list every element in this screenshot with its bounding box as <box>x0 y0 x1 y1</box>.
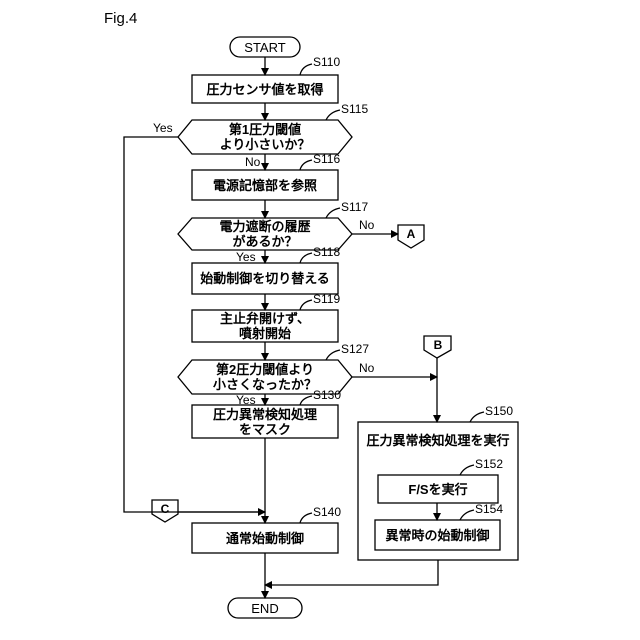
step-s130-line-2: をマスク <box>239 422 291 437</box>
step-id-s116: S116 <box>313 153 340 166</box>
step-s116-line-1: 電源記憶部を参照 <box>213 178 317 193</box>
step-s115-line-2: より小さいか？ <box>220 137 311 152</box>
step-id-s115: S115 <box>341 103 368 116</box>
step-s115-line-1: 第1圧力閾値 <box>229 122 301 137</box>
branch-s127-yes: Yes <box>236 394 256 407</box>
step-id-s152: S152 <box>475 458 503 471</box>
step-s152-line-1: F/Sを実行 <box>408 482 467 497</box>
step-s127-line-1: 第2圧力閾値より <box>216 362 314 377</box>
step-s119-line-2: 噴射開始 <box>239 326 291 341</box>
step-id-s150: S150 <box>485 405 513 418</box>
step-s117-line-1: 電力遮断の履歴 <box>219 219 310 234</box>
step-s140-line-1: 通常始動制御 <box>226 531 304 546</box>
step-id-s110: S110 <box>313 56 340 69</box>
branch-s117-no: No <box>359 219 374 232</box>
step-s116-text: 電源記憶部を参照 <box>192 170 338 200</box>
step-id-s154: S154 <box>475 503 503 516</box>
branch-s117-yes: Yes <box>236 251 256 264</box>
step-s130-text: 圧力異常検知処理 をマスク <box>192 405 338 438</box>
step-s150-line-1: 圧力異常検知処理を実行 <box>366 433 509 448</box>
step-s119-text: 主止弁開けず、 噴射開始 <box>192 310 338 342</box>
step-s154-text: 異常時の始動制御 <box>375 520 500 550</box>
branch-s127-no: No <box>359 362 374 375</box>
connector-a-label: A <box>401 228 421 241</box>
start-label: START <box>230 37 300 57</box>
connector-b-label: B <box>428 339 448 352</box>
step-s118-text: 始動制御を切り替える <box>192 263 338 294</box>
step-s119-line-1: 主止弁開けず、 <box>220 311 310 326</box>
step-s115-text: 第1圧力閾値 より小さいか？ <box>192 120 338 154</box>
step-s152-text: F/Sを実行 <box>378 475 498 503</box>
step-id-s130: S130 <box>313 389 341 402</box>
step-s150-text: 圧力異常検知処理を実行 <box>358 428 518 452</box>
figure-label: Fig.4 <box>104 10 137 27</box>
connector-c-label: C <box>155 503 175 516</box>
step-s110-line-1: 圧力センサ値を取得 <box>206 82 323 97</box>
step-s110-text: 圧力センサ値を取得 <box>192 75 338 103</box>
step-s130-line-1: 圧力異常検知処理 <box>213 407 317 422</box>
step-s117-line-2: があるか？ <box>232 234 297 249</box>
step-s118-line-1: 始動制御を切り替える <box>200 271 330 286</box>
step-s154-line-1: 異常時の始動制御 <box>385 528 489 543</box>
step-id-s119: S119 <box>313 293 340 306</box>
end-label: END <box>228 598 302 618</box>
step-id-s140: S140 <box>313 506 341 519</box>
step-s127-line-2: 小さくなったか？ <box>213 377 317 392</box>
step-s140-text: 通常始動制御 <box>192 523 338 553</box>
branch-s115-no: No <box>245 156 260 169</box>
branch-s115-yes: Yes <box>153 122 173 135</box>
step-id-s118: S118 <box>313 246 340 259</box>
step-id-s127: S127 <box>341 343 369 356</box>
step-id-s117: S117 <box>341 201 368 214</box>
